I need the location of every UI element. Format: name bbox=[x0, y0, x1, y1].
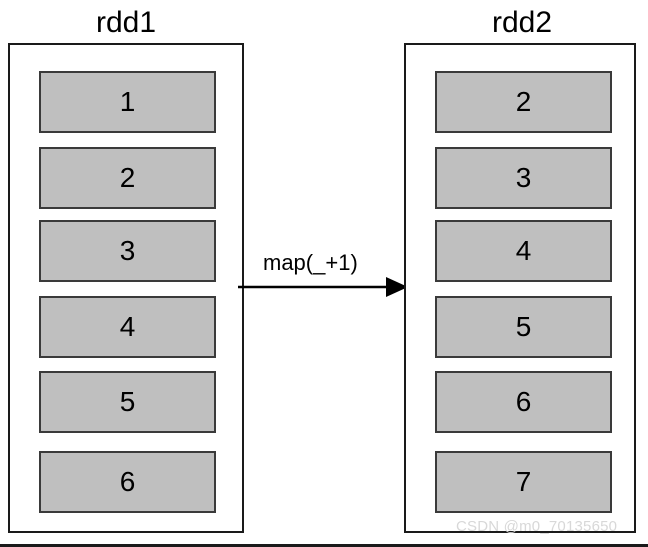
rdd1-title: rdd1 bbox=[95, 6, 157, 39]
rdd1-partition: 3 bbox=[39, 220, 216, 282]
bottom-rule bbox=[0, 544, 648, 547]
rdd2-partition: 3 bbox=[435, 147, 612, 209]
rdd1-partition: 6 bbox=[39, 451, 216, 513]
rdd2-partition: 2 bbox=[435, 71, 612, 133]
rdd2-container: 2 3 4 5 6 7 bbox=[404, 43, 636, 533]
transformation-arrow bbox=[238, 277, 408, 297]
transformation-label: map(_+1) bbox=[263, 250, 358, 275]
rdd2-partition: 4 bbox=[435, 220, 612, 282]
rdd2-partition: 6 bbox=[435, 371, 612, 433]
rdd2-partition: 5 bbox=[435, 296, 612, 358]
watermark: CSDN @m0_70135650 bbox=[456, 518, 618, 535]
rdd1-partition: 2 bbox=[39, 147, 216, 209]
rdd1-partition: 1 bbox=[39, 71, 216, 133]
rdd1-partition: 4 bbox=[39, 296, 216, 358]
rdd2-title: rdd2 bbox=[491, 6, 553, 39]
rdd2-partition: 7 bbox=[435, 451, 612, 513]
rdd1-container: 1 2 3 4 5 6 bbox=[8, 43, 244, 533]
rdd1-partition: 5 bbox=[39, 371, 216, 433]
